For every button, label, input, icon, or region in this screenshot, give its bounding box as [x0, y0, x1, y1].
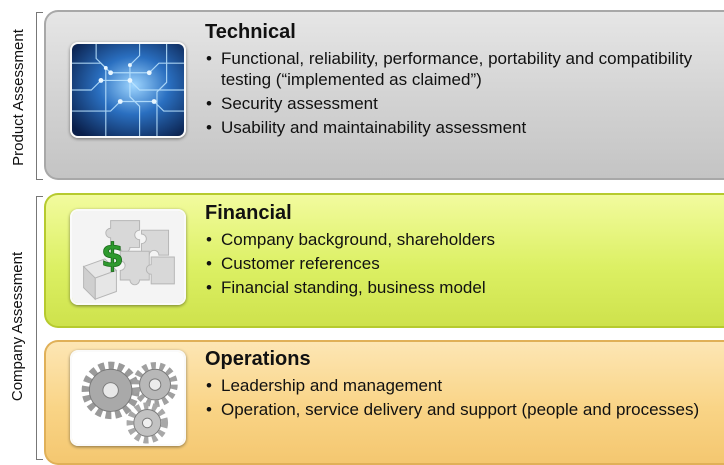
- financial-title: Financial: [205, 202, 292, 224]
- product-assessment-label: Product Assessment: [9, 28, 27, 166]
- circuit-board-image: [70, 42, 186, 138]
- list-item: •Security assessment: [206, 94, 378, 113]
- list-item: •Customer references: [206, 254, 380, 273]
- circuit-board-icon: [72, 44, 184, 136]
- technical-content: Technical •Functional, reliability, perf…: [205, 19, 720, 141]
- technical-list: •Functional, reliability, performance, p…: [205, 48, 720, 138]
- financial-list: •Company background, shareholders •Custo…: [205, 229, 720, 298]
- gears-image: [70, 350, 186, 446]
- operations-list: •Leadership and management •Operation, s…: [205, 375, 720, 420]
- gears-icon: [72, 352, 184, 444]
- technical-title: Technical: [205, 21, 296, 43]
- dollar-puzzle-icon: $: [72, 211, 184, 303]
- list-item: •Leadership and management: [206, 376, 443, 395]
- company-assessment-bracket: [36, 196, 43, 460]
- list-item: •Operation, service delivery and support…: [206, 400, 700, 419]
- list-item: •Usability and maintainability assessmen…: [206, 118, 527, 137]
- list-item: •Functional, reliability, performance, p…: [206, 49, 693, 89]
- product-assessment-bracket: [36, 12, 43, 180]
- operations-title: Operations: [205, 348, 311, 370]
- operations-content: Operations •Leadership and management •O…: [205, 346, 720, 423]
- list-item: •Financial standing, business model: [206, 278, 486, 297]
- company-assessment-label: Company Assessment: [9, 251, 27, 401]
- list-item: •Company background, shareholders: [206, 230, 496, 249]
- dollar-puzzle-image: $: [70, 209, 186, 305]
- svg-text:$: $: [101, 237, 124, 275]
- financial-content: Financial •Company background, sharehold…: [205, 200, 720, 301]
